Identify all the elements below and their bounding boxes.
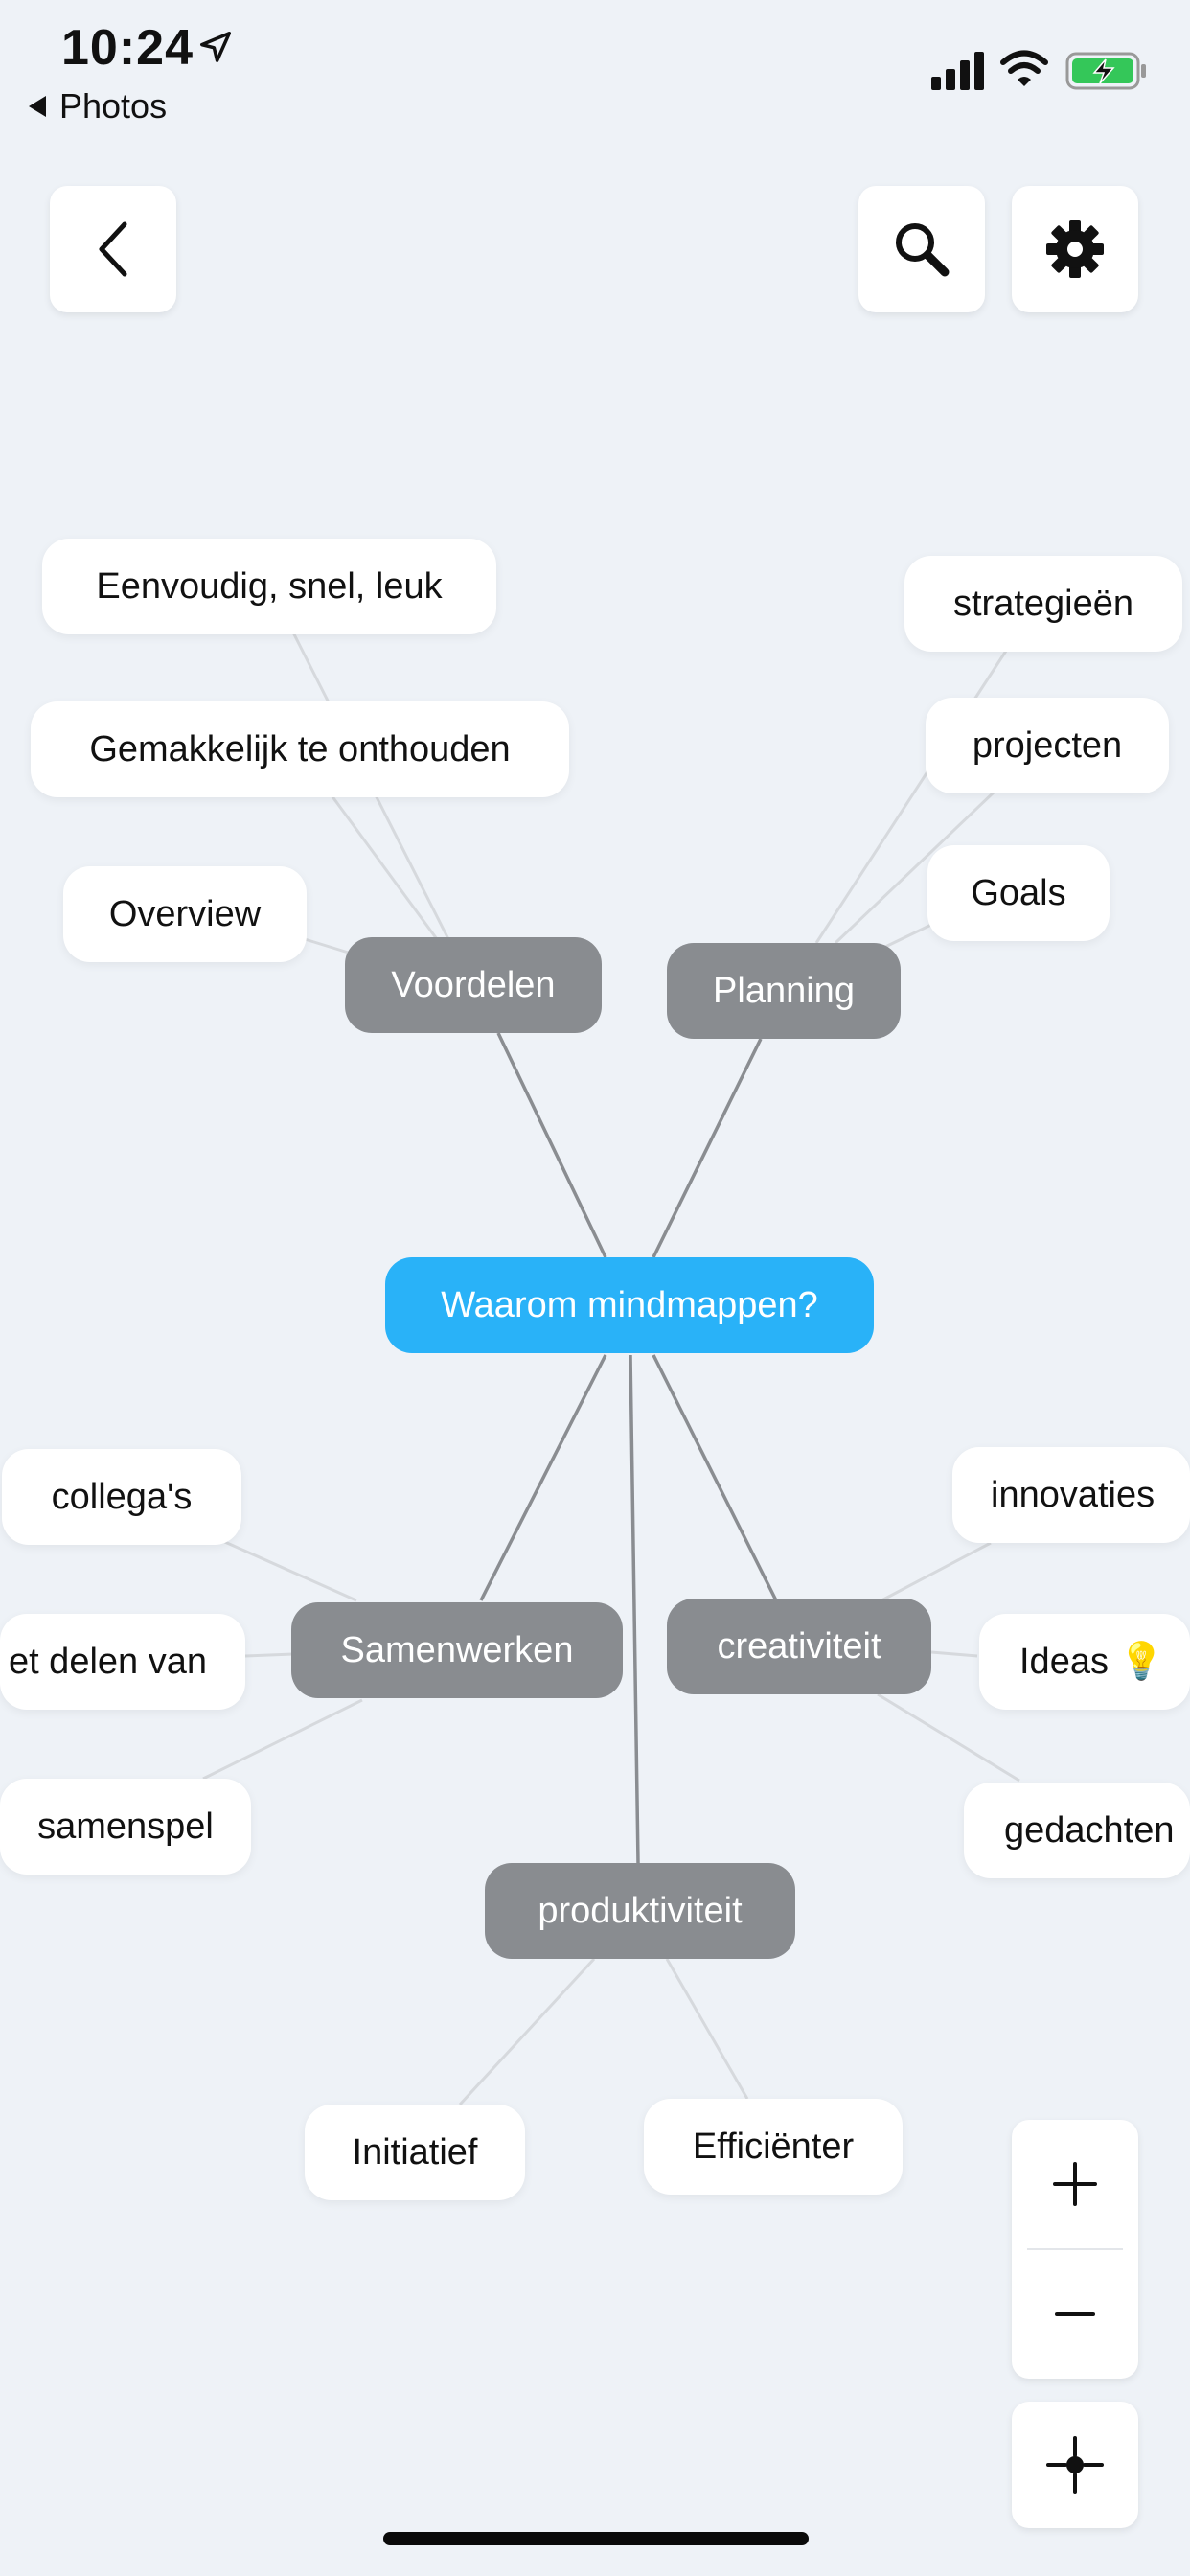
wifi-icon (1000, 50, 1048, 86)
recenter-button[interactable] (1012, 2402, 1138, 2528)
status-bar: 10:24 Photos (0, 0, 1190, 134)
branch-node-voordelen[interactable]: Voordelen (345, 937, 602, 1033)
chevron-left-icon (99, 221, 127, 277)
leaf-node[interactable]: Initiatief (305, 2104, 525, 2200)
crosshair-icon (1046, 2436, 1104, 2494)
zoom-divider (1027, 2248, 1123, 2250)
leaf-node[interactable]: Overview (63, 866, 307, 962)
settings-button[interactable] (1012, 186, 1138, 312)
leaf-node[interactable]: et delen van (0, 1614, 245, 1710)
battery-charging-icon (1065, 52, 1146, 90)
branch-node-creativiteit[interactable]: creativiteit (667, 1598, 931, 1694)
central-topic-node[interactable]: Waarom mindmappen? (385, 1257, 874, 1353)
plus-icon (1053, 2162, 1097, 2206)
back-button[interactable] (50, 186, 176, 312)
leaf-node[interactable]: projecten (926, 698, 1169, 794)
home-indicator (383, 2532, 809, 2545)
back-triangle-icon (29, 96, 46, 117)
leaf-node[interactable]: collega's (2, 1449, 241, 1545)
search-icon (896, 223, 950, 277)
leaf-node[interactable]: Eenvoudig, snel, leuk (42, 539, 496, 634)
leaf-node[interactable]: Efficiënter (644, 2099, 903, 2195)
branch-node-produktiviteit[interactable]: produktiviteit (485, 1863, 795, 1959)
gear-icon (1046, 220, 1104, 278)
location-arrow-icon (200, 32, 231, 62)
status-time: 10:24 (61, 20, 194, 76)
back-to-photos-link[interactable]: Photos (29, 86, 167, 126)
back-app-label: Photos (59, 86, 168, 126)
leaf-node[interactable]: Ideas 💡 (979, 1614, 1190, 1710)
zoom-out-button[interactable] (1012, 2250, 1138, 2379)
minus-icon (1055, 2312, 1095, 2316)
zoom-controls (1012, 2120, 1138, 2379)
cellular-signal-icon (931, 52, 984, 90)
search-button[interactable] (858, 186, 985, 312)
leaf-node[interactable]: gedachten (964, 1782, 1190, 1878)
zoom-in-button[interactable] (1012, 2120, 1138, 2248)
leaf-node[interactable]: strategieën (904, 556, 1182, 652)
leaf-node[interactable]: samenspel (0, 1779, 251, 1874)
branch-node-samenwerken[interactable]: Samenwerken (291, 1602, 623, 1698)
leaf-node[interactable]: innovaties (952, 1447, 1190, 1543)
leaf-node[interactable]: Gemakkelijk te onthouden (31, 702, 569, 797)
branch-node-planning[interactable]: Planning (667, 943, 901, 1039)
leaf-node[interactable]: Goals (927, 845, 1110, 941)
